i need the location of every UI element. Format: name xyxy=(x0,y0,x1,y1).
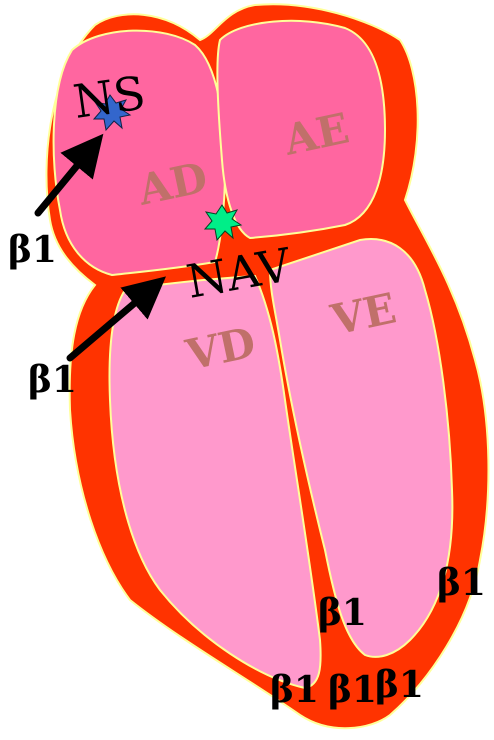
label-beta1-av: β1 xyxy=(28,359,77,401)
label-beta1-apex-left: β1 xyxy=(270,669,319,711)
label-beta1-apex-center: β1 xyxy=(328,669,377,711)
label-sinus-node: NS xyxy=(70,65,149,128)
label-beta1-apex-right: β1 xyxy=(375,664,424,706)
label-beta1-lv-wall: β1 xyxy=(437,562,486,604)
label-beta1-sinus: β1 xyxy=(8,229,57,271)
label-beta1-septum: β1 xyxy=(318,592,367,634)
